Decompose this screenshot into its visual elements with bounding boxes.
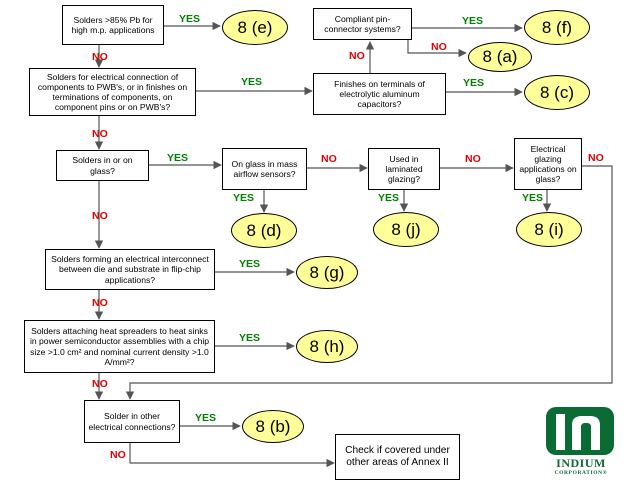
outcome-8f: 8 (f) [524, 10, 590, 45]
label-no: NO [92, 51, 108, 63]
decision-aluminum-capacitors: Finishes on terminals of electrolytic al… [313, 73, 446, 115]
logo-name: INDIUM [556, 456, 606, 470]
decision-other-connections: Solder in other electrical connections? [84, 400, 180, 443]
label-yes: YES [378, 192, 400, 204]
outcome-8b: 8 (b) [242, 410, 304, 443]
label-yes: YES [179, 13, 201, 25]
indium-logo-icon [546, 407, 614, 455]
label-no: NO [92, 128, 108, 140]
label-no: NO [92, 378, 108, 390]
label-no: NO [110, 449, 126, 461]
label-yes: YES [233, 192, 255, 204]
decision-flip-chip: Solders forming an electrical interconne… [45, 249, 215, 290]
outcome-8g: 8 (g) [296, 256, 358, 289]
decision-solders-on-glass: Solders in or on glass? [56, 150, 149, 181]
label-yes: YES [522, 192, 544, 204]
label-yes: YES [167, 152, 189, 164]
outcome-8i: 8 (i) [516, 212, 582, 247]
outcome-8a: 8 (a) [468, 42, 532, 72]
decision-pin-connector: Compliant pin-connector systems? [313, 8, 412, 40]
outcome-8e: 8 (e) [222, 10, 288, 45]
label-no: NO [431, 41, 447, 53]
label-yes: YES [241, 76, 263, 88]
outcome-8j: 8 (j) [373, 212, 439, 247]
decision-electrical-connection: Solders for electrical connection of com… [29, 68, 196, 116]
label-no: NO [349, 50, 365, 62]
box-check-annex: Check if covered under other areas of An… [335, 434, 460, 480]
label-yes: YES [462, 15, 484, 27]
outcome-8d: 8 (d) [231, 213, 297, 248]
label-no: NO [465, 153, 481, 165]
decision-pb85: Solders >85% Pb for high m.p. applicatio… [62, 5, 164, 45]
label-yes: YES [239, 332, 261, 344]
label-no: NO [321, 153, 337, 165]
decision-electrical-glazing: Electrical glazing applications on glass… [514, 138, 582, 190]
label-no: NO [588, 152, 604, 164]
decision-heat-spreaders: Solders attaching heat spreaders to heat… [24, 320, 215, 373]
outcome-8h: 8 (h) [296, 330, 358, 363]
outcome-8c: 8 (c) [524, 75, 590, 110]
label-no: NO [92, 297, 108, 309]
logo-subtitle: CORPORATION® [554, 470, 608, 476]
label-yes: YES [239, 258, 261, 270]
decision-laminated-glazing: Used in laminated glazing? [368, 148, 440, 190]
decision-airflow-sensors: On glass in mass airflow sensors? [222, 148, 307, 190]
label-no: NO [92, 210, 108, 222]
label-yes: YES [195, 412, 217, 424]
label-yes: YES [463, 77, 485, 89]
